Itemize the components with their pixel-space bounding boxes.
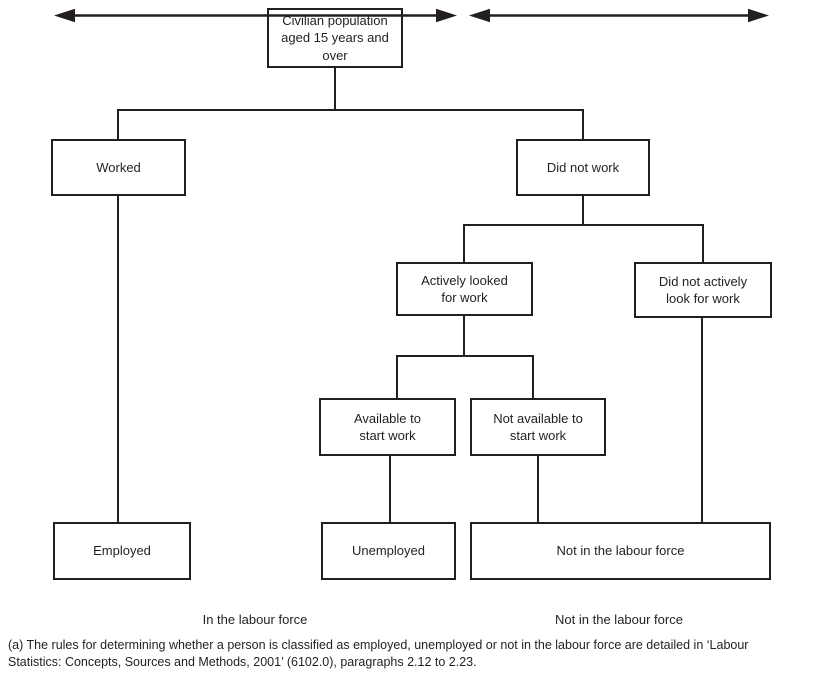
connector-level1-horizontal bbox=[117, 109, 584, 111]
node-label-line: start work bbox=[359, 428, 416, 443]
node-actively-looked-for-work: Actively looked for work bbox=[396, 262, 533, 316]
connector-available-to-unemployed bbox=[389, 456, 391, 522]
arrowhead-right-icon bbox=[748, 8, 769, 23]
connector-level3-horizontal bbox=[396, 355, 534, 357]
connector-worked-to-employed bbox=[117, 196, 119, 522]
node-label-line: Did not work bbox=[546, 159, 620, 175]
in-labour-force-label: In the labour force bbox=[202, 612, 308, 627]
arrowhead-right-icon bbox=[436, 8, 457, 23]
not-in-labour-force-label: Not in the labour force bbox=[555, 612, 683, 627]
node-label-line: start work bbox=[509, 428, 567, 443]
connector-level2-horizontal bbox=[463, 224, 704, 226]
node-label-line: for work bbox=[441, 290, 488, 305]
connector-actively-looked-down bbox=[463, 316, 465, 355]
arrowhead-left-icon bbox=[469, 8, 490, 23]
extent-arrows bbox=[54, 8, 769, 23]
connector-to-actively-looked bbox=[463, 224, 465, 262]
node-worked: Worked bbox=[51, 139, 186, 196]
node-not-available-to-start-work: Not available to start work bbox=[470, 398, 606, 456]
connector-to-did-not-actively bbox=[702, 224, 704, 262]
node-did-not-work: Did not work bbox=[516, 139, 650, 196]
node-employed: Employed bbox=[53, 522, 191, 580]
node-did-not-actively-look-for-work: Did not actively look for work bbox=[634, 262, 772, 318]
footnote-line-1: (a) The rules for determining whether a … bbox=[8, 638, 749, 652]
in-labour-force-arrow bbox=[54, 8, 457, 23]
node-label-line: look for work bbox=[666, 291, 740, 306]
connector-to-did-not-work bbox=[582, 109, 584, 139]
arrowhead-left-icon bbox=[54, 8, 75, 23]
connector-to-not-available bbox=[532, 355, 534, 398]
connector-civilian-down bbox=[334, 68, 336, 109]
node-label-line: Actively looked bbox=[421, 272, 508, 288]
node-label-line: Not available to bbox=[493, 410, 583, 426]
connector-to-worked bbox=[117, 109, 119, 139]
node-label-line: Did not actively bbox=[658, 273, 748, 289]
node-label-line: Unemployed bbox=[352, 543, 425, 559]
node-not-in-the-labour-force: Not in the labour force bbox=[470, 522, 771, 580]
connector-to-available bbox=[396, 355, 398, 398]
connector-not-available-to-nilf bbox=[537, 456, 539, 522]
footnote: (a) The rules for determining whether a … bbox=[8, 637, 822, 671]
node-civilian-population: Civilian population aged 15 years and ov… bbox=[267, 8, 403, 68]
footnote-line-2: Statistics: Concepts, Sources and Method… bbox=[8, 654, 477, 669]
connector-did-not-actively-to-nilf bbox=[701, 318, 703, 522]
node-label-line: Employed bbox=[93, 543, 151, 559]
node-label-line: Worked bbox=[96, 159, 141, 175]
node-unemployed: Unemployed bbox=[321, 522, 456, 580]
node-label-line: aged 15 years and bbox=[281, 30, 389, 46]
node-label-line: Not in the labour force bbox=[556, 543, 685, 559]
node-label-line: over bbox=[322, 47, 348, 63]
node-available-to-start-work: Available to start work bbox=[319, 398, 456, 456]
connector-did-not-work-down bbox=[582, 196, 584, 224]
node-label-line: Available to bbox=[354, 410, 421, 426]
not-in-labour-force-arrow bbox=[469, 8, 769, 23]
node-label-line: Civilian population bbox=[282, 13, 388, 29]
